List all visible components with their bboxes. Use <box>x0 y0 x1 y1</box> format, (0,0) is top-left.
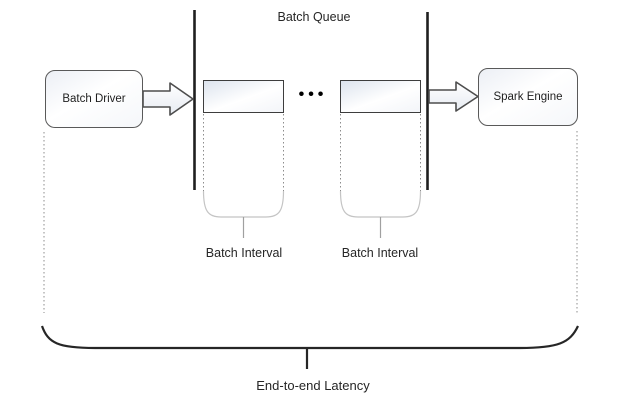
driver-to-queue-arrow-icon <box>142 82 194 116</box>
batch-driver-label: Batch Driver <box>62 93 126 105</box>
batch-interval-1-label: Batch Interval <box>205 246 283 260</box>
batch-slot-2 <box>340 80 421 113</box>
queue-title: Batch Queue <box>277 10 351 24</box>
spark-engine-node: Spark Engine <box>478 68 578 126</box>
latency-brace <box>40 325 579 350</box>
batch-interval-2-label: Batch Interval <box>341 246 419 260</box>
interval-2-brace <box>339 190 422 218</box>
batch-driver-node: Batch Driver <box>45 70 143 128</box>
queue-to-engine-arrow-icon <box>428 81 479 112</box>
ellipsis-icon: ••• <box>298 86 328 103</box>
end-to-end-latency-label: End-to-end Latency <box>256 378 370 393</box>
spark-engine-label: Spark Engine <box>493 91 563 103</box>
interval-1-brace <box>202 190 285 218</box>
batch-slot-1 <box>203 80 284 113</box>
